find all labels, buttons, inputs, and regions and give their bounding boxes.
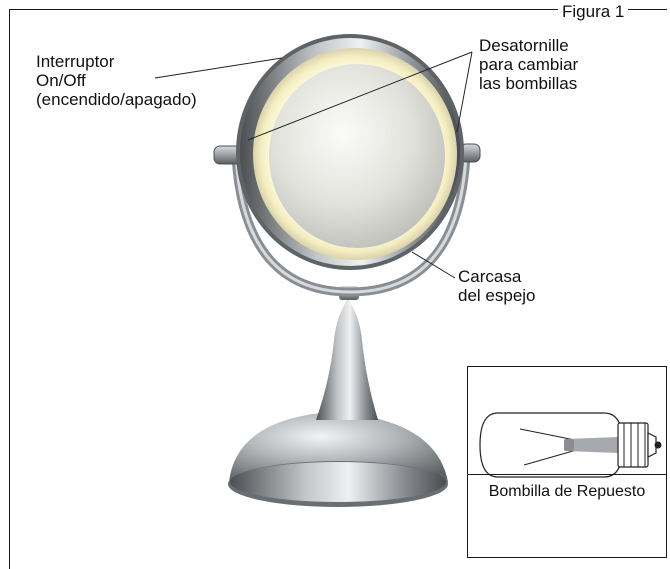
unscrew-callout: Desatornille para cambiar las bombillas [479, 36, 579, 93]
mirror-stem [316, 286, 378, 420]
mirror-housing [236, 34, 464, 270]
mirror-illustration-icon [154, 34, 481, 507]
replacement-bulb-inset: Bombilla de Repuesto [467, 366, 667, 558]
light-bulb-icon [479, 412, 662, 478]
inset-divider [468, 474, 666, 475]
figure-frame: Figura 1 [9, 3, 667, 569]
figure-caption: Figura 1 [558, 3, 629, 21]
mirror-base [228, 412, 448, 507]
switch-callout: Interruptor On/Off (encendido/apagado) [36, 52, 197, 109]
housing-callout: Carcasa del espejo [458, 267, 536, 305]
inset-caption: Bombilla de Repuesto [488, 483, 646, 500]
leader-lines [154, 51, 473, 279]
